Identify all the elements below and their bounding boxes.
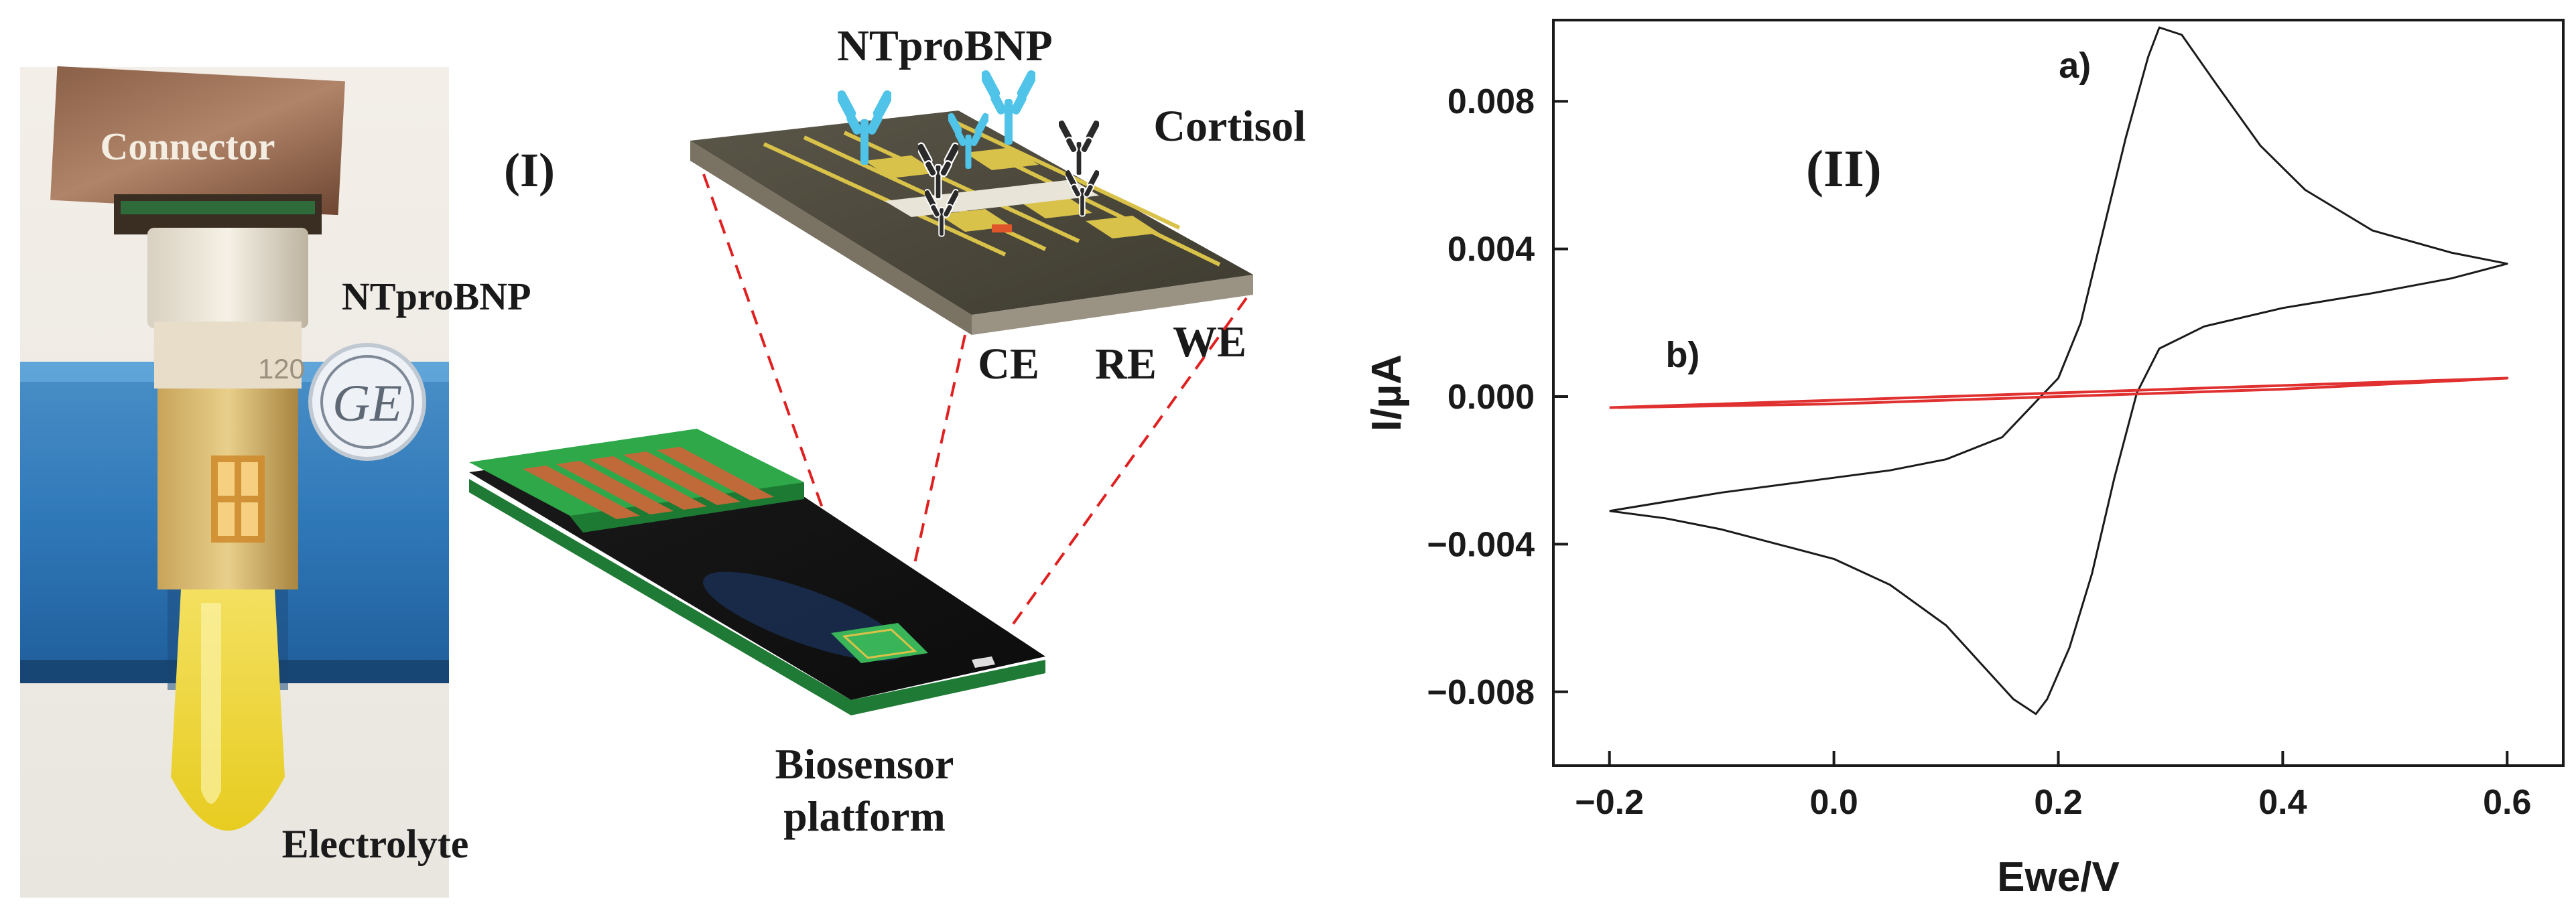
y-tick-label: −0.004 — [1427, 525, 1535, 564]
re-label: RE — [1095, 340, 1157, 389]
ce-label: CE — [978, 340, 1039, 389]
biosensor-board: Biosensor platform — [469, 429, 1045, 840]
y-tick-label: 0.000 — [1447, 378, 1535, 417]
y-tick-label: −0.008 — [1427, 673, 1535, 712]
electrolyte-vial — [171, 589, 285, 831]
cortisol-antibody-2 — [1059, 117, 1099, 177]
x-axis-label: Ewe/V — [1997, 854, 2120, 900]
x-tick-label: 0.2 — [2034, 783, 2082, 822]
y-tick-label: 0.004 — [1447, 230, 1535, 269]
cv-chart: −0.2 0.0 0.2 0.4 0.6 −0.008 −0.004 0.000 0.004 0.… — [1364, 19, 2565, 900]
sensor-tube: 120 — [147, 228, 308, 589]
panel-ii-label: (II) — [1806, 139, 1882, 198]
chip-ntprobnp-label: NTproBNP — [837, 21, 1053, 70]
series-line-b — [1609, 376, 2509, 409]
x-tick-label: −0.2 — [1575, 783, 1644, 822]
x-tick-label: 0.0 — [1809, 783, 1858, 822]
series-label-b: b) — [1665, 335, 1699, 375]
we-label: WE — [1173, 318, 1246, 366]
biosensor-label-line1: Biosensor — [775, 740, 954, 788]
x-tick-label: 0.4 — [2258, 783, 2307, 822]
electrolyte-label: Electrolyte — [282, 822, 469, 866]
chart-ticks: −0.2 0.0 0.2 0.4 0.6 −0.008 −0.004 0.000 0.004 0.… — [1427, 82, 2532, 822]
chart-series: a) b) — [1609, 26, 2509, 715]
ge-logo: GE — [308, 343, 426, 461]
x-tick-label: 0.6 — [2483, 783, 2531, 822]
y-axis-label: I/µA — [1364, 354, 1410, 431]
connector-label: Connector — [101, 125, 275, 168]
ge-logo-text: GE — [332, 374, 402, 432]
tube-sticker-text: 120 — [258, 353, 305, 384]
chip-cortisol-label: Cortisol — [1153, 102, 1305, 151]
chip-side-left — [690, 141, 972, 335]
series-line-a — [1609, 26, 2508, 715]
biosensor-label-line2: platform — [783, 792, 946, 840]
guide-line-2 — [890, 334, 966, 671]
y-tick-label: 0.008 — [1447, 82, 1535, 121]
panel-i-label: (I) — [504, 143, 555, 197]
chip-side-front — [972, 275, 1253, 335]
chip-center-strip — [885, 180, 1099, 217]
guide-line-3 — [984, 297, 1248, 664]
chip-zoom: NTproBNP Cortisol CE RE WE — [690, 21, 1306, 389]
series-label-a: a) — [2059, 46, 2091, 86]
board-connector-pins — [523, 447, 774, 519]
chip-red-element — [992, 224, 1012, 232]
device-photo: GE Connector 120 NTproBNP Electrolyte — [20, 66, 531, 898]
photo-ntprobnp-label: NTproBNP — [342, 275, 531, 318]
